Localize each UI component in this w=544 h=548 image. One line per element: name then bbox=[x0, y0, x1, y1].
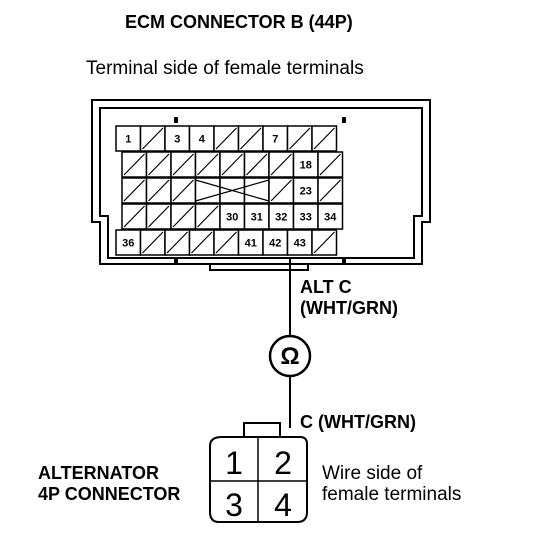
terminal-cell: 23 bbox=[292, 177, 319, 204]
terminal-cell: 7 bbox=[262, 125, 289, 152]
terminal-cell bbox=[170, 177, 197, 204]
terminal-cell bbox=[311, 125, 338, 152]
terminal-cell: 41 bbox=[237, 229, 264, 256]
terminal-cell bbox=[194, 203, 221, 230]
terminal-cell bbox=[170, 151, 197, 178]
terminal-number: 30 bbox=[226, 212, 238, 224]
alternator-side-note: Wire side of female terminals bbox=[322, 463, 462, 505]
terminal-cell bbox=[213, 229, 240, 256]
terminal-cell bbox=[145, 151, 172, 178]
terminal-number: 34 bbox=[324, 212, 337, 224]
alternator-connector: 1 2 3 4 bbox=[209, 422, 308, 523]
connector-latch bbox=[209, 264, 309, 271]
terminal-cell bbox=[121, 177, 148, 204]
terminal-number: 18 bbox=[300, 160, 312, 172]
terminal-cell bbox=[164, 229, 191, 256]
alternator-terminal-2: 2 bbox=[274, 445, 292, 481]
terminal-number: 41 bbox=[245, 238, 257, 250]
terminal-number: 31 bbox=[251, 212, 263, 224]
terminal-number: 23 bbox=[300, 186, 312, 198]
terminal-cell bbox=[286, 125, 313, 152]
terminal-cell bbox=[268, 151, 295, 178]
terminal-number: 4 bbox=[199, 134, 206, 146]
diagram-title: ECM CONNECTOR B (44P) bbox=[125, 12, 353, 32]
terminal-cell bbox=[194, 177, 221, 204]
terminal-cell bbox=[145, 203, 172, 230]
terminal-cell bbox=[145, 177, 172, 204]
terminal-cell bbox=[213, 125, 240, 152]
terminal-cell bbox=[139, 125, 166, 152]
terminal-cell: 34 bbox=[317, 203, 344, 230]
terminal-number: 43 bbox=[294, 238, 306, 250]
connector-housing bbox=[91, 99, 431, 265]
terminal-cell bbox=[317, 151, 344, 178]
terminal-cell bbox=[243, 177, 270, 204]
terminal-cell: 32 bbox=[268, 203, 295, 230]
terminal-number: 3 bbox=[174, 134, 180, 146]
terminal-cell bbox=[311, 229, 338, 256]
terminal-cell bbox=[170, 203, 197, 230]
terminal-cell bbox=[219, 151, 246, 178]
terminal-cell bbox=[268, 177, 295, 204]
terminal-number: 32 bbox=[275, 212, 287, 224]
terminal-cell bbox=[121, 151, 148, 178]
terminal-number: 7 bbox=[272, 134, 278, 146]
diagram-subtitle: Terminal side of female terminals bbox=[86, 58, 364, 79]
terminal-cell bbox=[188, 229, 215, 256]
terminal-cell: 43 bbox=[286, 229, 313, 256]
alternator-terminal-3: 3 bbox=[225, 487, 243, 523]
alternator-label: ALTERNATOR 4P CONNECTOR bbox=[38, 463, 181, 504]
terminal-cell: 1 bbox=[115, 125, 142, 152]
terminal-cell: 42 bbox=[262, 229, 289, 256]
terminal-cell: 31 bbox=[243, 203, 270, 230]
terminal-cell: 18 bbox=[292, 151, 319, 178]
terminal-number: 36 bbox=[122, 238, 134, 250]
terminal-cell bbox=[317, 177, 344, 204]
terminal-cell: 33 bbox=[292, 203, 319, 230]
terminal-cell bbox=[121, 203, 148, 230]
terminal-number: 1 bbox=[125, 134, 131, 146]
terminal-number: 42 bbox=[269, 238, 281, 250]
terminal-cell bbox=[139, 229, 166, 256]
terminal-cell bbox=[237, 125, 264, 152]
ohm-symbol-icon: Ω bbox=[280, 343, 299, 370]
terminal-cell bbox=[194, 151, 221, 178]
terminal-cell: 3 bbox=[164, 125, 191, 152]
terminal-number: 33 bbox=[300, 212, 312, 224]
terminal-cell: 30 bbox=[219, 203, 246, 230]
blank-cross-b bbox=[195, 179, 270, 202]
wire-label-c: C (WHT/GRN) bbox=[300, 412, 416, 432]
alternator-terminal-4: 4 bbox=[274, 487, 292, 523]
alternator-terminal-1: 1 bbox=[225, 445, 243, 481]
terminal-cell bbox=[243, 151, 270, 178]
connector-inner-frame bbox=[99, 107, 423, 259]
wire-label-alt-c: ALT C (WHT/GRN) bbox=[300, 277, 398, 318]
terminal-cell: 4 bbox=[188, 125, 215, 152]
terminal-cell: 36 bbox=[115, 229, 142, 256]
